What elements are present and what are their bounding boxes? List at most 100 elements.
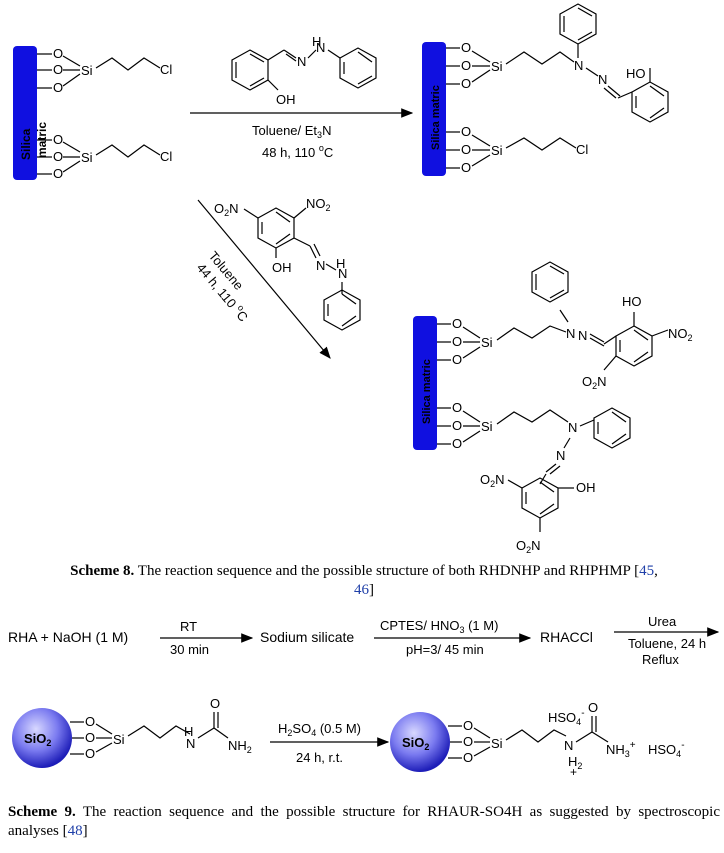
silica-label-left-1: Silica: [19, 128, 33, 160]
step4-bottom: 24 h, r.t.: [296, 750, 343, 765]
svg-text:O: O: [461, 58, 471, 73]
svg-text:N: N: [186, 736, 195, 751]
svg-text:O2N: O2N: [582, 374, 607, 391]
svg-text:N: N: [598, 72, 607, 87]
svg-text:O: O: [85, 730, 95, 745]
step1-top: RT: [180, 619, 197, 634]
ref-46-link[interactable]: 46: [354, 582, 369, 598]
reagent-dinitro-hydrazone: O2N NO2 OH N H N: [214, 196, 361, 331]
svg-text:O: O: [463, 750, 473, 765]
svg-text:OH: OH: [276, 92, 296, 107]
svg-text:O: O: [452, 316, 462, 331]
svg-text:HO: HO: [622, 294, 642, 309]
svg-text:O: O: [53, 62, 63, 77]
svg-text:SiO2: SiO2: [402, 735, 429, 752]
svg-text:OH: OH: [576, 480, 596, 495]
svg-text:N: N: [574, 58, 583, 73]
step1-bottom: 30 min: [170, 642, 209, 657]
svg-text:N: N: [564, 738, 573, 753]
scheme-9-caption: Scheme 9. The reaction sequence and the …: [8, 804, 720, 839]
svg-text:H: H: [336, 256, 345, 271]
svg-text:HSO4-: HSO4-: [648, 740, 685, 759]
svg-text:O: O: [588, 700, 598, 715]
svg-text:N: N: [316, 258, 325, 273]
svg-text:O: O: [85, 746, 95, 761]
ref-45-link[interactable]: 45: [639, 563, 655, 579]
reactants-text: RHA + NaOH (1 M): [8, 629, 128, 645]
svg-text:Cl: Cl: [160, 149, 172, 164]
svg-text:Si: Si: [491, 736, 503, 751]
step3-mid: Toluene, 24 h: [628, 636, 706, 651]
step2-bottom: pH=3/ 45 min: [406, 642, 484, 657]
svg-text:O2N: O2N: [516, 538, 541, 555]
silica-bar-bottom-right: [413, 316, 437, 450]
svg-text:O: O: [53, 132, 63, 147]
svg-text:HO: HO: [626, 66, 646, 81]
svg-text:O: O: [461, 160, 471, 175]
svg-text:N: N: [578, 328, 587, 343]
svg-text:O: O: [461, 76, 471, 91]
svg-text:NH3+: NH3+: [606, 740, 636, 759]
svg-text:OH: OH: [272, 260, 292, 275]
svg-text:HSO4-: HSO4-: [548, 708, 585, 727]
silica-bar-left: [13, 46, 37, 180]
svg-text:O2N: O2N: [480, 472, 505, 489]
scheme-8-diagram: Silica matric O O O Si Cl O O O Si Cl: [13, 3, 693, 555]
svg-text:Si: Si: [491, 59, 503, 74]
top-arrow-conditions-1: Toluene/ Et3N: [252, 123, 331, 140]
svg-text:O: O: [53, 80, 63, 95]
svg-text:Cl: Cl: [160, 62, 172, 77]
svg-text:O: O: [452, 436, 462, 451]
svg-text:O: O: [452, 418, 462, 433]
step3-bottom: Reflux: [642, 652, 679, 667]
svg-text:NH2: NH2: [228, 738, 252, 755]
product1-text: Sodium silicate: [260, 629, 354, 645]
svg-text:SiO2: SiO2: [24, 731, 51, 748]
silica-bar-top-right: [422, 42, 446, 176]
svg-text:O: O: [461, 40, 471, 55]
silica-label-top-right: Silica matric: [430, 85, 442, 150]
svg-text:N: N: [297, 54, 306, 69]
svg-text:O: O: [53, 166, 63, 181]
svg-text:O: O: [53, 46, 63, 61]
step2-top: CPTES/ HNO3 (1 M): [380, 618, 498, 635]
svg-text:O: O: [452, 400, 462, 415]
product2-text: RHACCl: [540, 629, 593, 645]
rhaur-so4h-structure: SiO2 O O O Si N HSO4- H2 + O NH3+ HSO4-: [390, 700, 685, 779]
svg-text:Si: Si: [481, 335, 493, 350]
reagent-salicyl-hydrazone: N H N OH: [231, 34, 377, 107]
silica-urea-structure: SiO2 O O O Si N H O NH2: [12, 696, 252, 768]
scheme-9-diagram: RHA + NaOH (1 M) RT 30 min Sodium silica…: [8, 614, 720, 779]
svg-text:Cl: Cl: [576, 142, 588, 157]
svg-text:H2: H2: [568, 754, 582, 771]
svg-text:NO2: NO2: [306, 196, 331, 213]
svg-text:N: N: [568, 420, 577, 435]
scheme-8-caption: Scheme 8. The reaction sequence and the …: [70, 563, 658, 598]
svg-text:H: H: [184, 724, 193, 739]
top-arrow-conditions-2: 48 h, 110 oC: [262, 143, 333, 160]
sio2-sphere-right: [390, 712, 450, 772]
svg-text:O: O: [461, 142, 471, 157]
svg-text:N: N: [566, 326, 575, 341]
svg-text:O: O: [85, 714, 95, 729]
step3-top: Urea: [648, 614, 677, 629]
svg-text:NO2: NO2: [668, 326, 693, 343]
svg-text:O2N: O2N: [214, 201, 239, 218]
svg-text:Si: Si: [491, 143, 503, 158]
silica-label-bottom-right: Silica matric: [421, 359, 433, 424]
step4-top: H2SO4 (0.5 M): [278, 721, 361, 738]
svg-text:O: O: [463, 734, 473, 749]
svg-text:O: O: [452, 352, 462, 367]
svg-text:Si: Si: [81, 63, 93, 78]
svg-text:+: +: [570, 765, 577, 779]
svg-text:O: O: [461, 124, 471, 139]
silica-chloropropyl-reactant: Silica matric O O O Si Cl O O O Si Cl: [13, 46, 172, 181]
ref-48-link[interactable]: 48: [67, 823, 83, 839]
svg-text:N: N: [556, 448, 565, 463]
svg-text:Si: Si: [481, 419, 493, 434]
product-rhdnhp: Silica matric O O O Si N N HO NO2 O2N: [413, 261, 693, 555]
svg-text:H: H: [312, 34, 321, 49]
sio2-sphere-left: [12, 708, 72, 768]
svg-text:Si: Si: [81, 150, 93, 165]
diagonal-reaction-arrow: [197, 199, 331, 359]
